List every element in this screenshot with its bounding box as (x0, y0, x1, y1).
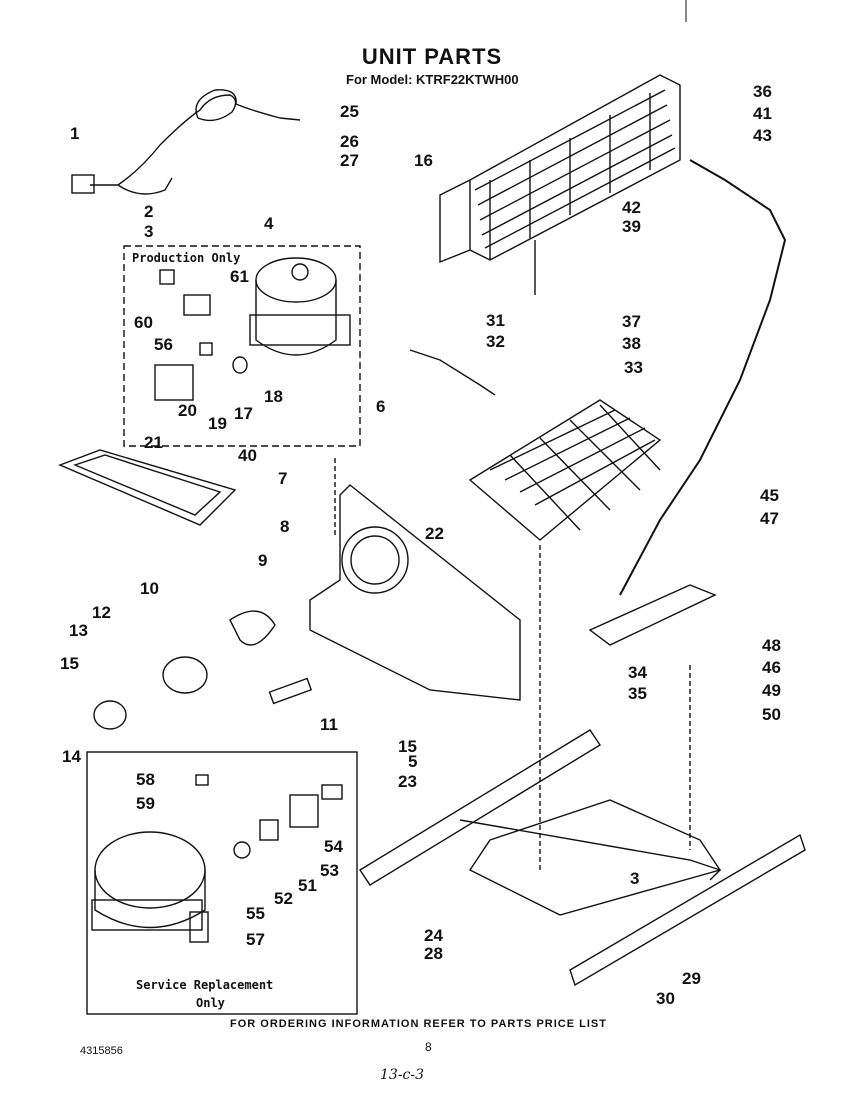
part-10 (229, 610, 276, 646)
part-52 (233, 841, 251, 859)
callout-24: 24 (424, 926, 443, 945)
callout-15: 15 (60, 654, 79, 673)
part-57 (189, 911, 209, 943)
model-subtitle: For Model: KTRF22KTWH00 (346, 72, 519, 87)
page-title: UNIT PARTS (361, 44, 503, 69)
power-cord-drawing (71, 89, 301, 195)
callout-38: 38 (622, 334, 641, 353)
callout-50: 50 (762, 705, 781, 724)
callout-15-lower: 15 (398, 737, 417, 756)
callout-40: 40 (238, 446, 257, 465)
callout-7: 7 (278, 469, 288, 488)
compressor-service-drawing (91, 831, 206, 931)
callout-26: 26 (340, 132, 359, 151)
fan-shroud-drawing (309, 484, 521, 701)
evaporator-drawing (468, 399, 662, 541)
callout-56: 56 (154, 335, 173, 354)
production-only-label: Production Only (132, 251, 241, 265)
part-18 (232, 356, 248, 374)
part-60 (159, 269, 175, 285)
part-58 (195, 774, 209, 786)
callout-57: 57 (246, 930, 265, 949)
callout-22: 22 (425, 524, 444, 543)
document-number: 4315856 (80, 1045, 123, 1057)
callout-18: 18 (264, 387, 283, 406)
callout-28: 28 (424, 944, 443, 963)
part-11 (268, 677, 313, 705)
handwritten-note: 13-c-3 (380, 1067, 425, 1083)
callout-36: 36 (753, 82, 772, 101)
callout-43: 43 (753, 126, 772, 145)
callout-13: 13 (69, 621, 88, 640)
page-number: 8 (425, 1040, 432, 1054)
callout-16: 16 (414, 151, 433, 170)
callout-10: 10 (140, 579, 159, 598)
production-only-box (123, 245, 361, 447)
callout-17: 17 (234, 404, 253, 423)
callout-31: 31 (486, 311, 505, 330)
callout-2: 2 (144, 202, 154, 221)
part-19 (199, 342, 213, 356)
callout-51: 51 (298, 876, 317, 895)
callout-60: 60 (134, 313, 153, 332)
part-54 (321, 784, 343, 800)
callout-21: 21 (144, 433, 163, 452)
callout-14: 14 (62, 747, 81, 766)
callout-23: 23 (398, 772, 417, 791)
callout-5: 5 (408, 752, 418, 771)
callout-6: 6 (376, 397, 386, 416)
callout-42: 42 (622, 198, 641, 217)
callout-29: 29 (682, 969, 701, 988)
part-12 (162, 656, 208, 694)
callout-34: 34 (628, 663, 647, 682)
callout-59: 59 (136, 794, 155, 813)
service-replacement-box (86, 751, 358, 1015)
part-56 (183, 294, 211, 316)
callout-3-lower: 3 (630, 869, 640, 888)
callout-39: 39 (622, 217, 641, 236)
callout-33: 33 (624, 358, 643, 377)
base-frame-drawing (359, 729, 806, 987)
callout-54: 54 (324, 837, 343, 856)
callout-49: 49 (762, 681, 781, 700)
part-51 (259, 819, 279, 841)
callout-19: 19 (208, 414, 227, 433)
callout-58: 58 (136, 770, 155, 789)
callout-3: 3 (144, 222, 154, 241)
part-20 (154, 364, 194, 401)
callout-45: 45 (760, 486, 779, 505)
compressor-top-drawing (249, 257, 351, 356)
callout-20: 20 (178, 401, 197, 420)
part-32 (409, 349, 496, 396)
callout-41: 41 (753, 104, 772, 123)
callout-1: 1 (70, 124, 80, 143)
callout-32: 32 (486, 332, 505, 351)
service-replacement-label: Service Replacement (136, 978, 274, 992)
callout-47: 47 (760, 509, 779, 528)
callout-55: 55 (246, 904, 265, 923)
callout-37: 37 (622, 312, 641, 331)
service-replacement-label-2: Only (196, 996, 225, 1010)
callout-9: 9 (258, 551, 268, 570)
part-46 (588, 584, 717, 646)
ordering-note: FOR ORDERING INFORMATION REFER TO PARTS … (230, 1018, 607, 1030)
callout-53: 53 (320, 861, 339, 880)
callout-35: 35 (628, 684, 647, 703)
callout-11: 11 (320, 715, 338, 734)
callout-8: 8 (280, 517, 290, 536)
condenser-coil-drawing (439, 74, 681, 264)
part-13 (93, 700, 127, 730)
callout-61: 61 (230, 267, 249, 286)
callout-4: 4 (264, 214, 274, 233)
callout-25: 25 (340, 102, 359, 121)
part-53 (289, 794, 319, 828)
callout-48: 48 (762, 636, 781, 655)
callout-27: 27 (340, 151, 359, 170)
callout-52: 52 (274, 889, 293, 908)
part-40 (58, 449, 237, 526)
callout-12: 12 (92, 603, 111, 622)
callout-30: 30 (656, 989, 675, 1008)
callout-46: 46 (762, 658, 781, 677)
